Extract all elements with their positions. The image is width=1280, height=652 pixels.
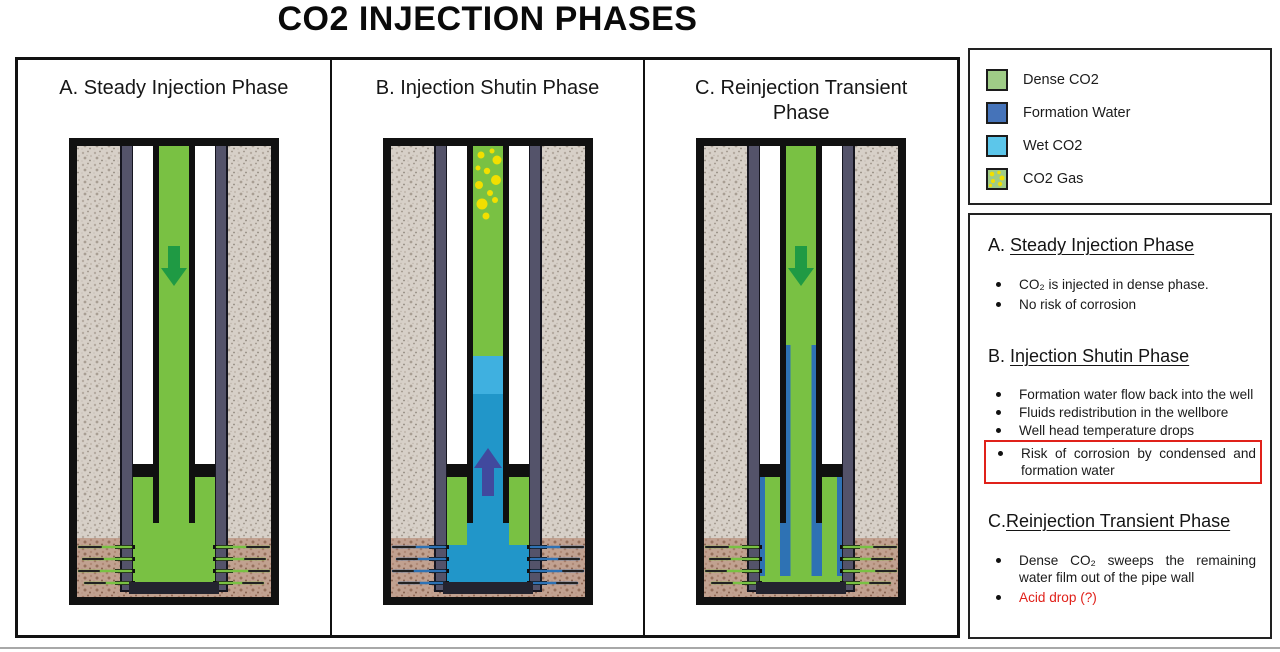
- bullet-text: Dense CO₂ sweeps the remaining water fil…: [1019, 553, 1256, 585]
- down-arrow-icon: [788, 246, 815, 286]
- residual-dense-co2: [446, 477, 529, 545]
- phase-panels-container: A. Steady Injection Phase: [15, 57, 960, 638]
- section-b-bullets: Formation water flow back into the well …: [984, 386, 1262, 484]
- water-flow-lines: [391, 545, 584, 585]
- bullet-item: Formation water flow back into the well: [988, 386, 1256, 403]
- legend-label: Formation Water: [1023, 104, 1131, 121]
- co2-flow-lines: [704, 545, 898, 585]
- legend-item-co2-gas: CO2 Gas: [986, 162, 1270, 195]
- section-c-bullets: Dense CO₂ sweeps the remaining water fil…: [988, 552, 1256, 606]
- bullet-dot: [998, 451, 1003, 456]
- wet-co2-swatch: [986, 134, 1008, 157]
- well-bottom-cap: [128, 582, 219, 594]
- tubing-walls: [466, 146, 509, 523]
- section-b-heading: B. Injection Shutin Phase: [988, 346, 1256, 367]
- bullet-text: Fluids redistribution in the wellbore: [1019, 405, 1229, 420]
- panel-b-title: B. Injection Shutin Phase: [375, 77, 600, 99]
- panel-reinjection-transient: C. Reinjection Transient Phase: [643, 60, 957, 635]
- well-diagram-injection-shutin: [382, 138, 593, 605]
- bullet-item-acid-drop: Acid drop (?): [988, 589, 1256, 606]
- bullet-dot: [996, 410, 1001, 415]
- well-bottom-cap: [756, 582, 847, 594]
- dense-co2-column: [132, 146, 215, 583]
- bullet-text: No risk of corrosion: [1019, 297, 1137, 312]
- bullet-dot: [996, 392, 1001, 397]
- tubing-fluids: [472, 146, 503, 583]
- heading-prefix: A.: [988, 235, 1006, 255]
- annulus: [132, 146, 215, 464]
- bullet-dot: [996, 282, 1001, 287]
- dense-co2-swatch: [986, 68, 1008, 91]
- heading-text: Reinjection Transient Phase: [1006, 511, 1231, 531]
- water-film-strips: [760, 345, 843, 576]
- dense-co2-column: [760, 146, 843, 583]
- bullet-item: Dense CO₂ sweeps the remaining water fil…: [988, 552, 1256, 586]
- bullet-dot: [996, 428, 1001, 433]
- section-a-heading: A. Steady Injection Phase: [988, 235, 1256, 256]
- bullet-item: Well head temperature drops: [988, 422, 1256, 439]
- annulus: [446, 146, 529, 464]
- notes-section-c: C.Reinjection Transient Phase Dense CO₂ …: [988, 511, 1256, 606]
- notes-section-b: B. Injection Shutin Phase Formation wate…: [984, 346, 1262, 484]
- legend-item-wet-co2: Wet CO2: [986, 129, 1270, 162]
- panel-c-title: C. Reinjection Transient Phase: [695, 77, 908, 124]
- packer: [760, 464, 843, 477]
- bullet-text: Formation water flow back into the well: [1019, 387, 1254, 402]
- legend-item-formation-water: Formation Water: [986, 96, 1270, 129]
- rock-formation: [389, 145, 586, 597]
- tubing-walls: [152, 146, 195, 523]
- well-diagram-steady-injection: [68, 138, 279, 605]
- annulus: [760, 146, 843, 464]
- panel-injection-shutin: B. Injection Shutin Phase: [329, 60, 644, 635]
- heading-prefix: B.: [988, 346, 1006, 366]
- bullet-text: Acid drop (?): [1019, 590, 1097, 605]
- bullet-dot: [996, 302, 1001, 307]
- bullet-text: Well head temperature drops: [1019, 423, 1195, 438]
- section-a-bullets: CO₂ is injected in dense phase. No risk …: [988, 276, 1256, 313]
- page-bottom-rule: [0, 647, 1280, 649]
- up-arrow-icon: [473, 448, 502, 496]
- legend-label: CO2 Gas: [1023, 170, 1084, 187]
- bullet-text: CO₂ is injected in dense phase.: [1019, 277, 1209, 292]
- packer: [446, 464, 529, 477]
- bullet-text: Risk of corrosion by condensed and forma…: [1021, 446, 1256, 478]
- legend: Dense CO2 Formation Water Wet CO2 CO2 Ga…: [968, 48, 1272, 205]
- legend-label: Dense CO2: [1023, 71, 1099, 88]
- gas-dots-icon: [988, 170, 1005, 187]
- bullet-item: CO₂ is injected in dense phase.: [988, 276, 1256, 293]
- heading-text: Injection Shutin Phase: [1010, 346, 1190, 366]
- well-bottom-cap: [442, 582, 533, 594]
- panel-steady-injection: A. Steady Injection Phase: [18, 60, 330, 635]
- co2-gas-swatch: [986, 167, 1008, 190]
- co2-flow-lines: [77, 545, 271, 585]
- page-title: CO2 INJECTION PHASES: [277, 0, 698, 38]
- heading-prefix: C.: [988, 511, 1006, 531]
- bullet-item-corrosion-risk-highlighted: Risk of corrosion by condensed and forma…: [984, 440, 1262, 484]
- panel-a-title: A. Steady Injection Phase: [59, 77, 289, 99]
- formation-water-swatch: [986, 101, 1008, 124]
- bullet-item: Fluids redistribution in the wellbore: [988, 404, 1256, 421]
- section-c-heading: C.Reinjection Transient Phase: [988, 511, 1256, 532]
- notes-section-a: A. Steady Injection Phase CO₂ is injecte…: [988, 235, 1256, 313]
- legend-item-dense-co2: Dense CO2: [986, 63, 1270, 96]
- co2-gas-bubbles: [474, 148, 501, 220]
- bullet-dot: [996, 595, 1001, 600]
- bullet-dot: [996, 558, 1001, 563]
- packer: [132, 464, 215, 477]
- legend-label: Wet CO2: [1023, 137, 1083, 154]
- well-diagram-reinjection-transient: [696, 138, 907, 605]
- phase-notes: A. Steady Injection Phase CO₂ is injecte…: [968, 213, 1272, 639]
- down-arrow-icon: [160, 246, 187, 286]
- tubing-walls: [780, 146, 823, 523]
- bullet-item: No risk of corrosion: [988, 296, 1256, 313]
- casing: [433, 144, 542, 592]
- heading-text: Steady Injection Phase: [1010, 235, 1195, 255]
